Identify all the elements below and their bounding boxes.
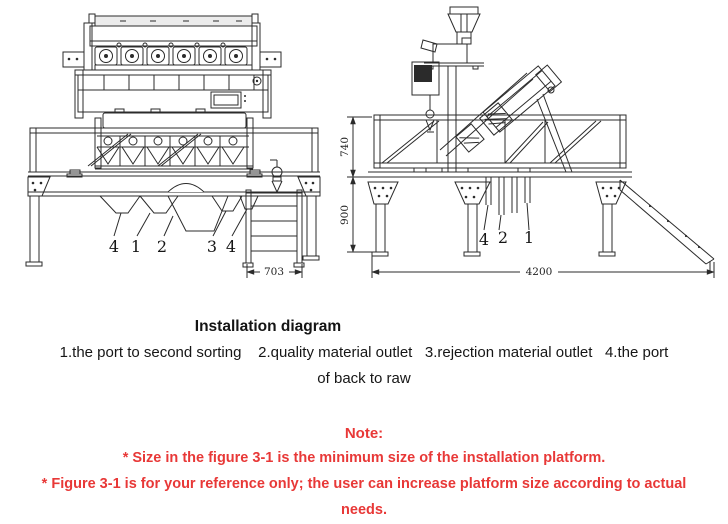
side-legs bbox=[367, 181, 627, 257]
figure-legend-line2: of back to raw bbox=[317, 370, 411, 387]
side-stairs bbox=[619, 179, 715, 271]
front-feeder-row bbox=[92, 42, 255, 71]
control-display bbox=[210, 91, 242, 109]
installation-diagram-figure: 4 1 2 3 4 703 bbox=[25, 6, 715, 278]
front-view-diagram: 4 1 2 3 4 703 bbox=[25, 13, 321, 278]
side-dim-4200: 4200 bbox=[371, 256, 715, 278]
front-main-body bbox=[74, 69, 272, 119]
front-callout-1: 1 bbox=[131, 237, 141, 256]
front-callout-3: 3 bbox=[207, 237, 217, 256]
front-platform-deck bbox=[25, 171, 321, 267]
side-callout-1: 1 bbox=[524, 228, 534, 247]
front-discharge-funnels bbox=[99, 195, 259, 237]
dim-703-label: 703 bbox=[264, 266, 284, 278]
side-outlet-pipes: 4 2 1 bbox=[479, 177, 534, 249]
side-callout-4: 4 bbox=[479, 230, 489, 249]
side-callout-2: 2 bbox=[498, 228, 508, 247]
front-top-lid bbox=[88, 13, 259, 27]
side-control-cabinet bbox=[411, 61, 440, 133]
figure-legend-line1: 1.the port to second sorting 2.quality m… bbox=[59, 344, 669, 361]
front-dim-703: 703 bbox=[246, 264, 303, 278]
side-truss-platform bbox=[368, 114, 632, 178]
note-line-1: * Size in the figure 3-1 is the minimum … bbox=[122, 450, 606, 466]
side-dims-vertical: 740 900 bbox=[339, 116, 378, 253]
side-inclined-sorter bbox=[439, 64, 573, 173]
dim-4200-label: 4200 bbox=[526, 266, 553, 278]
side-view-diagram: 740 900 bbox=[339, 6, 715, 278]
power-knob bbox=[252, 76, 262, 86]
side-feed-hopper bbox=[420, 6, 484, 172]
dim-900-label: 900 bbox=[339, 205, 351, 225]
note-line-3: needs. bbox=[341, 502, 387, 518]
dim-740-label: 740 bbox=[339, 137, 351, 157]
front-callouts: 4 1 2 3 4 bbox=[109, 237, 236, 256]
front-callout-4-right: 4 bbox=[226, 237, 236, 256]
front-ladder bbox=[242, 189, 305, 268]
figure-caption: Installation diagram bbox=[194, 318, 342, 335]
front-callout-2: 2 bbox=[157, 237, 167, 256]
front-callout-4-left: 4 bbox=[109, 237, 119, 256]
note-title: Note: bbox=[344, 425, 384, 442]
front-hopper-row bbox=[66, 133, 263, 178]
note-line-2: * Figure 3-1 is for your reference only;… bbox=[41, 476, 687, 492]
